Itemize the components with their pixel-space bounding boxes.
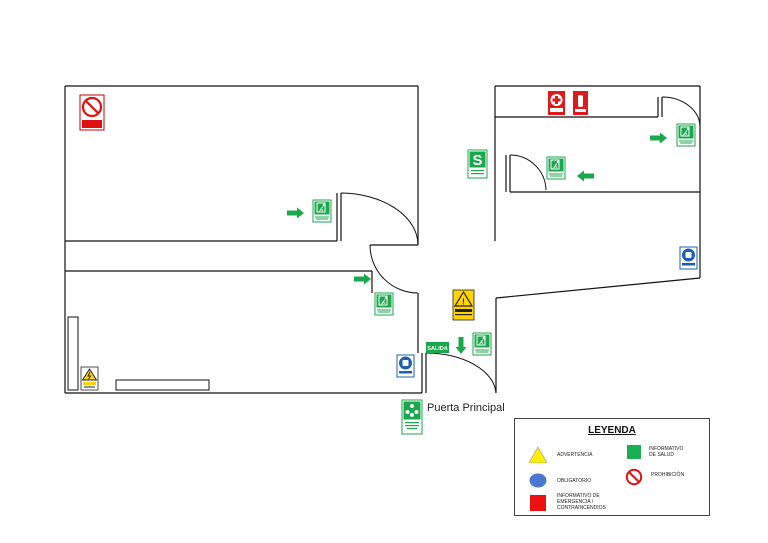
exit-sign-2 <box>676 123 696 147</box>
salida-label: SALIDA <box>427 346 448 352</box>
entrance-label: Puerta Principal <box>427 402 505 414</box>
legend-item-prohibicion: PROHIBICIÓN <box>625 468 705 486</box>
caution-sign: ! <box>452 289 475 321</box>
arrow-right-icon <box>650 132 667 144</box>
fire-extinguisher-sign <box>573 91 588 115</box>
legend-label-emergencia: INFORMATIVO DE EMERGENCIA / CONTRAINCEND… <box>557 493 606 511</box>
door-swings <box>340 96 701 394</box>
mandatory-sign-2 <box>396 354 415 378</box>
electrical-warning-sign <box>80 366 99 391</box>
mandatory-sign-1 <box>679 246 698 270</box>
arrow-right-icon <box>287 207 304 219</box>
legend-item-emergencia: INFORMATIVO DE EMERGENCIA / CONTRAINCEND… <box>530 493 630 515</box>
exit-sign-4 <box>374 292 394 316</box>
cabinet <box>67 316 79 391</box>
exit-sign-3 <box>546 156 566 180</box>
legend-title: LEYENDA <box>588 425 636 436</box>
legend-item-advertencia: ADVERTENCIA <box>529 447 619 465</box>
prohibition-sign <box>79 94 105 131</box>
assembly-point-sign <box>401 399 423 435</box>
exit-sign-5 <box>472 332 492 356</box>
first-aid-sign <box>548 91 565 115</box>
mandatory-circle-icon <box>529 473 547 488</box>
prohibition-icon <box>625 468 643 486</box>
legend-item-salud: INFORMATIVO DE SALUD <box>627 445 707 463</box>
warning-triangle-icon <box>529 447 547 463</box>
walls <box>64 85 701 394</box>
arrow-left-icon <box>577 170 594 182</box>
arrow-right-icon <box>354 273 371 285</box>
furniture <box>67 316 210 391</box>
arrow-down-icon <box>455 337 467 354</box>
legend-label-obligatorio: OBLIGATORIO <box>557 478 591 484</box>
safe-zone-sign: S <box>467 149 488 179</box>
exit-sign-1 <box>312 199 332 223</box>
legend-label-advertencia: ADVERTENCIA <box>557 452 593 458</box>
legend-label-salud: INFORMATIVO DE SALUD <box>649 446 684 458</box>
legend-item-obligatorio: OBLIGATORIO <box>529 473 619 489</box>
salida-sign: SALIDA <box>426 342 449 353</box>
health-square-icon <box>627 445 641 459</box>
caution-symbol: ! <box>462 298 465 307</box>
emergency-square-icon <box>530 495 546 511</box>
bench <box>115 379 210 391</box>
safe-zone-symbol: S <box>472 152 482 169</box>
legend-label-prohibicion: PROHIBICIÓN <box>651 472 685 478</box>
legend: LEYENDA ADVERTENCIA OBLIGATORIO INFORMAT… <box>514 418 710 516</box>
